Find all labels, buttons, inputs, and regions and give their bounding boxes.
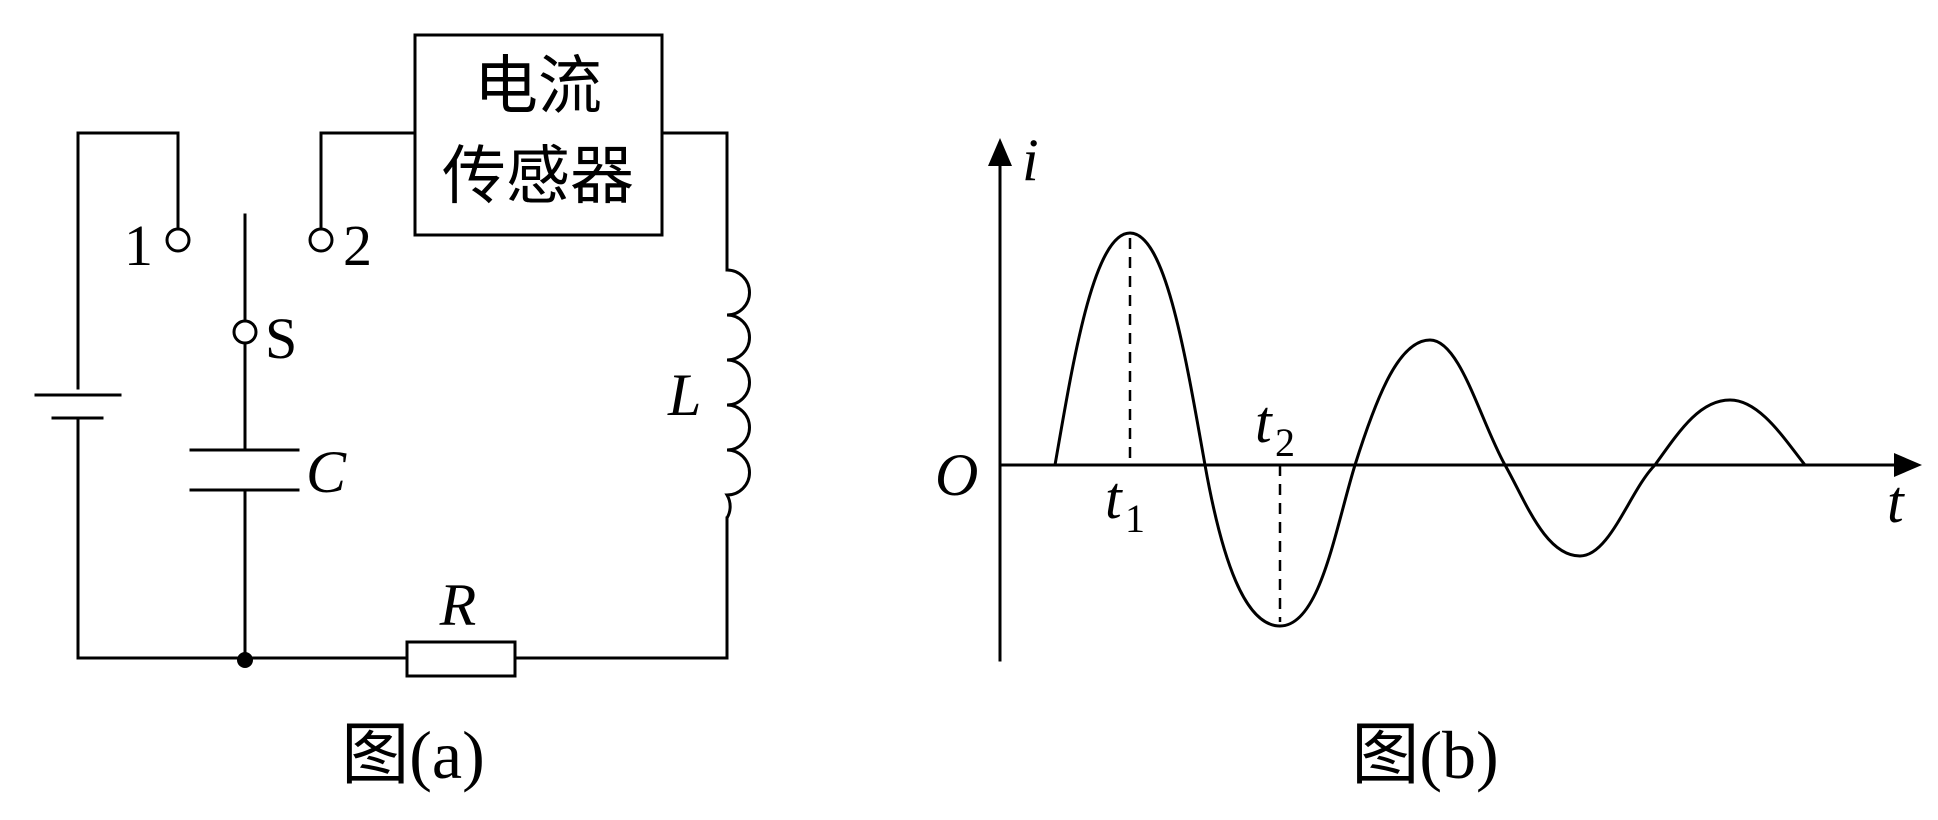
- y-axis-label: i: [1022, 127, 1039, 193]
- y-axis-arrow: [988, 138, 1012, 166]
- t1-subscript: 1: [1125, 496, 1145, 541]
- resistor-label: R: [439, 572, 477, 638]
- switch-label: S: [265, 306, 297, 371]
- terminal-1-label: 1: [124, 213, 153, 278]
- terminal-1-contact: [165, 227, 191, 253]
- resistor: [405, 640, 517, 678]
- sensor-right-wire: [660, 131, 729, 272]
- caption-a: 图(a): [341, 717, 484, 793]
- battery-wire-top: [76, 131, 180, 390]
- sensor-label-line2: 传感器: [442, 141, 634, 212]
- inductor-label: L: [667, 362, 701, 428]
- t2-subscript: 2: [1275, 420, 1295, 465]
- caption-b: 图(b): [1351, 717, 1498, 793]
- x-axis-label: t: [1887, 469, 1905, 535]
- terminal-2-contact: [308, 227, 334, 253]
- sensor-label-line1: 电流: [474, 51, 602, 122]
- switch-pivot: [232, 319, 258, 345]
- x-axis-arrow: [1894, 453, 1922, 477]
- current-sensor-box: [413, 33, 664, 237]
- t2-label: t: [1255, 389, 1273, 455]
- current-time-graph: i t O t 1 t 2 图(b): [935, 127, 1922, 793]
- circuit-diagram: 电流 传感器 1 2 S C L R 图(a): [34, 33, 751, 793]
- inductor-coil: [724, 268, 751, 519]
- t1-label: t: [1105, 465, 1123, 531]
- origin-label: O: [935, 442, 978, 508]
- current-curve: [1053, 231, 1807, 628]
- capacitor-label: C: [306, 439, 347, 505]
- terminal-2-label: 2: [343, 213, 372, 278]
- terminal-2-wire: [319, 131, 417, 230]
